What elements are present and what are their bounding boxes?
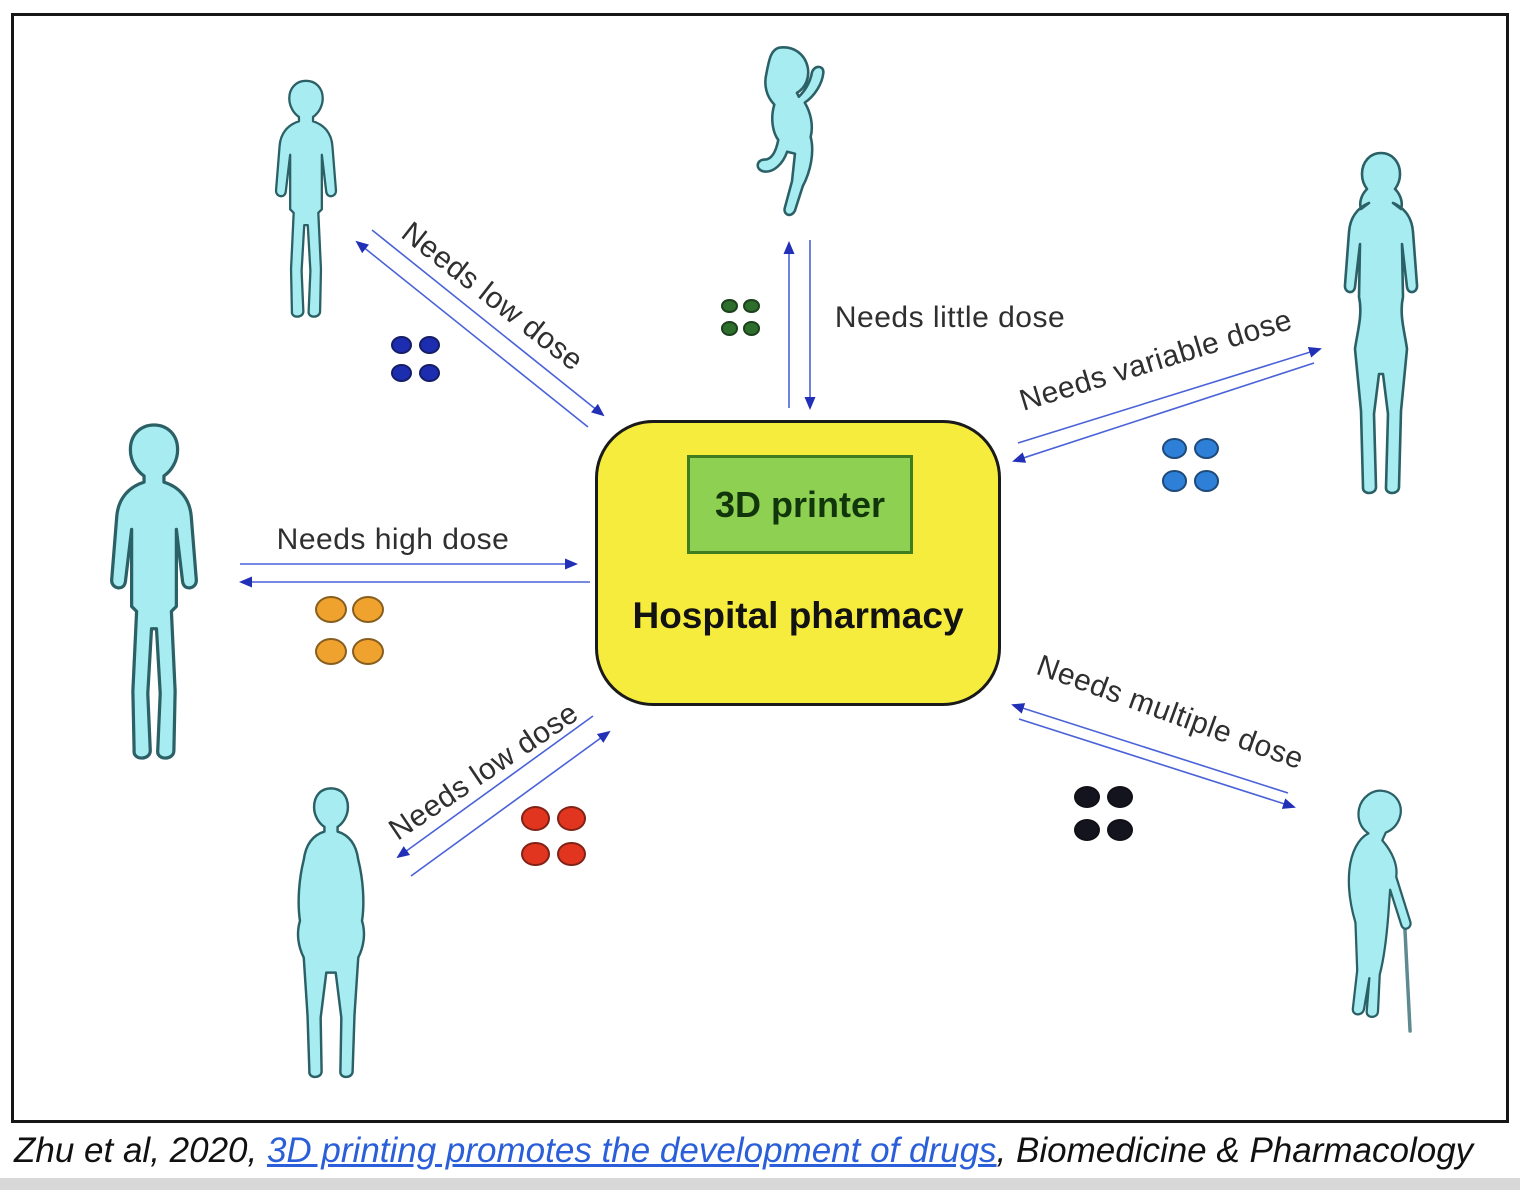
dose-dot (1194, 470, 1219, 492)
dose-dot (1162, 470, 1187, 492)
dose-dot (391, 363, 412, 382)
dose-dot (521, 841, 550, 867)
dose-dots-baby (721, 299, 760, 336)
dose-dot (315, 596, 347, 624)
dose-dot (1107, 786, 1133, 809)
dose-dot (419, 336, 440, 354)
citation-link[interactable]: 3D printing promotes the development of … (266, 1131, 997, 1170)
dose-dot (315, 638, 347, 666)
dose-dot (1074, 786, 1100, 809)
adult-man-silhouette-icon (110, 423, 198, 760)
dose-dot (721, 299, 738, 314)
dose-dot (743, 321, 760, 336)
dose-dot (557, 841, 586, 867)
dose-label-adult-man: Needs high dose (276, 523, 510, 556)
dose-dot (1107, 819, 1133, 842)
dose-dot (1074, 819, 1100, 842)
pregnant-woman-silhouette-icon (296, 787, 366, 1079)
page-edge-strip (0, 1178, 1520, 1190)
dose-dots-adult-man (315, 596, 384, 666)
citation-prefix: Zhu et al, 2020, (14, 1131, 267, 1170)
dose-dot (743, 299, 760, 314)
dose-dots-pregnant-woman (521, 806, 586, 867)
dose-dot (352, 596, 384, 624)
hospital-pharmacy-box: 3D printer Hospital pharmacy (595, 420, 1001, 706)
dose-dot (721, 321, 738, 336)
dose-dots-adult-woman (1162, 438, 1219, 492)
adult-woman-silhouette-icon (1343, 151, 1419, 495)
dose-dot (391, 336, 412, 354)
baby-silhouette-icon (756, 46, 825, 217)
dose-dot (521, 806, 550, 831)
pharmacy-label: Hospital pharmacy (632, 595, 964, 636)
citation-suffix: , Biomedicine & Pharmacology (996, 1131, 1474, 1170)
child-silhouette-icon (274, 79, 338, 318)
cane-icon (1403, 926, 1412, 1033)
elderly-person-silhouette-icon (1347, 789, 1412, 1033)
dose-dot (1194, 438, 1219, 460)
dose-dot (557, 806, 586, 831)
printer-box: 3D printer (687, 455, 913, 554)
printer-label: 3D printer (714, 483, 886, 525)
dose-dot (419, 363, 440, 382)
dose-label-baby: Needs little dose (834, 301, 1066, 334)
citation-caption: Zhu et al, 2020, 3D printing promotes th… (14, 1131, 1473, 1171)
dose-dots-child (391, 336, 440, 382)
dose-dots-elderly-person (1074, 786, 1133, 842)
dose-dot (352, 638, 384, 666)
dose-dot (1162, 438, 1187, 460)
